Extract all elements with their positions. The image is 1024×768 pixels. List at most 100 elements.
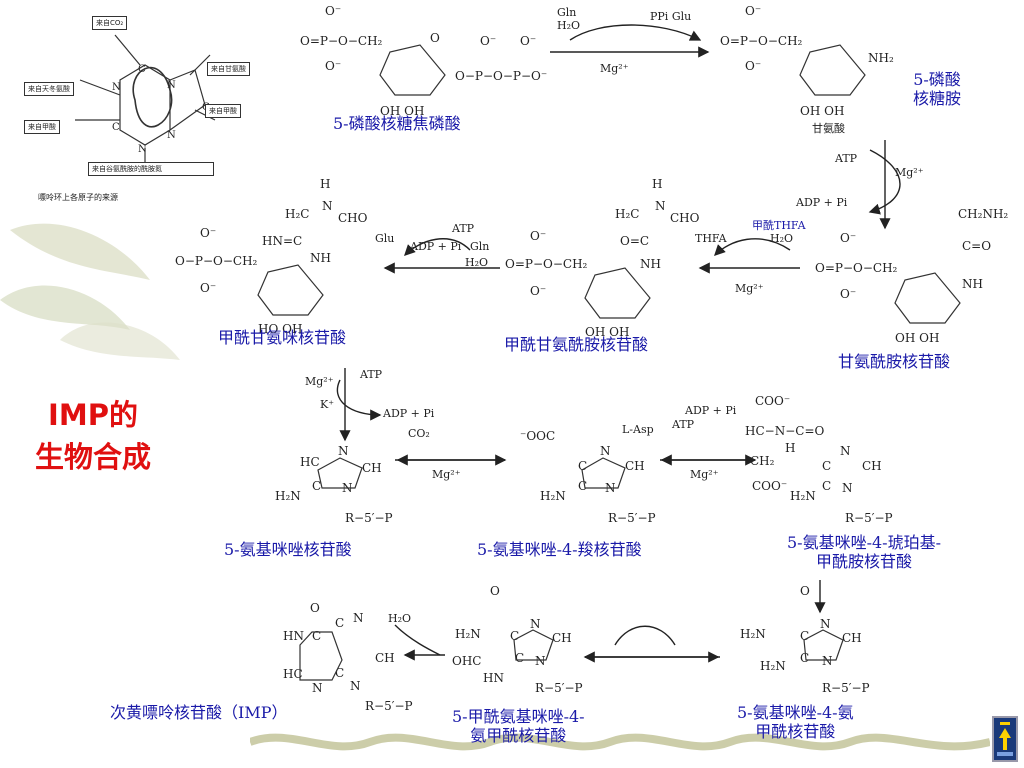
label-pra: 5-磷酸 核糖胺	[913, 70, 961, 108]
svg-text:O⁻: O⁻	[840, 231, 856, 245]
svg-text:N: N	[138, 144, 147, 155]
step5-potassium: K⁺	[320, 398, 335, 411]
svg-text:NH: NH	[962, 277, 983, 291]
origin-box-formate-left: 来自甲酸	[24, 120, 60, 134]
svg-text:⁻OOC: ⁻OOC	[520, 429, 555, 443]
svg-text:H: H	[652, 177, 662, 191]
svg-text:CHO: CHO	[670, 211, 700, 225]
svg-text:N: N	[655, 199, 666, 213]
step7-cofactor: Mg²⁺	[690, 468, 719, 481]
svg-text:N: N	[112, 82, 121, 93]
svg-text:O: O	[800, 584, 810, 598]
svg-text:CH: CH	[375, 651, 395, 665]
svg-text:R−5′−P: R−5′−P	[365, 699, 413, 713]
home-nav-button[interactable]	[992, 716, 1018, 762]
step4-gln: Gln	[470, 240, 490, 253]
svg-text:OH OH: OH OH	[895, 331, 939, 345]
step5-cofactor: Mg²⁺	[305, 375, 334, 388]
svg-text:C: C	[822, 459, 831, 473]
faicar-structure: O H₂N C N CH OHC HN C N R−5′−P	[452, 584, 583, 695]
svg-text:N: N	[820, 617, 831, 631]
label-cair: 5-氨基咪唑-4-羧核苷酸	[477, 540, 642, 559]
svg-text:H₂N: H₂N	[740, 627, 766, 641]
home-arrow-icon	[997, 722, 1013, 756]
title-line-1: IMP的	[48, 398, 138, 432]
svg-text:O⁻: O⁻	[530, 284, 546, 298]
svg-text:NH₂: NH₂	[868, 51, 894, 65]
origin-box-formate-right: 来自甲酸	[205, 104, 241, 118]
svg-text:O: O	[310, 601, 320, 615]
svg-text:O⁻: O⁻	[480, 34, 496, 48]
svg-text:C=O: C=O	[962, 239, 991, 253]
svg-text:C: C	[312, 479, 321, 493]
svg-text:C: C	[112, 122, 120, 133]
svg-text:N: N	[312, 681, 323, 695]
label-aicar: 5-氨基咪唑-4-氨 甲酰核苷酸	[737, 703, 854, 741]
svg-text:CH: CH	[842, 631, 862, 645]
step5-atp: ATP	[360, 368, 383, 381]
svg-text:N: N	[350, 679, 361, 693]
svg-text:N: N	[535, 654, 546, 668]
svg-text:N: N	[167, 80, 176, 91]
svg-text:N: N	[167, 130, 176, 141]
svg-text:H₂C: H₂C	[615, 207, 639, 221]
label-aicar-line-1: 5-氨基咪唑-4-氨	[737, 703, 854, 722]
svg-text:O: O	[430, 31, 440, 45]
step7-atp: ATP	[672, 418, 695, 431]
svg-text:O=P−O−CH₂: O=P−O−CH₂	[815, 261, 898, 275]
step4-atp: ATP	[452, 222, 475, 235]
svg-text:N: N	[322, 199, 333, 213]
svg-text:O⁻: O⁻	[745, 59, 761, 73]
svg-text:NH: NH	[640, 257, 661, 271]
label-saicar: 5-氨基咪唑-4-琥珀基- 甲酰胺核苷酸	[787, 533, 941, 571]
label-pra-line-2: 核糖胺	[913, 89, 962, 109]
svg-text:C: C	[510, 629, 519, 643]
air-structure: HC N CH H₂N C N R−5′−P	[275, 444, 393, 525]
cair-structure: ⁻OOC C N CH H₂N C N R−5′−P	[520, 429, 656, 525]
svg-text:O⁻: O⁻	[530, 229, 546, 243]
label-prpp: 5-磷酸核糖焦磷酸	[333, 114, 461, 133]
step2-adp: ADP + Pi	[796, 196, 848, 209]
svg-text:CHO: CHO	[338, 211, 368, 225]
svg-text:O⁻: O⁻	[200, 281, 216, 295]
svg-text:O⁻: O⁻	[325, 4, 341, 18]
svg-text:N: N	[530, 617, 541, 631]
svg-text:HC−N−C=O: HC−N−C=O	[745, 424, 824, 438]
step7-asp: L-Asp	[622, 423, 654, 436]
step10-water: H₂O	[388, 612, 412, 625]
label-saicar-line-1: 5-氨基咪唑-4-琥珀基-	[787, 533, 941, 552]
prpp-structure: O=P−O−CH₂ O⁻ O⁻ O OH OH O−P−O−P−O⁻ O⁻ O⁻	[300, 4, 547, 118]
purine-ring-diagram: N C C N N C N 嘌呤环上各原子的来源	[38, 34, 216, 202]
svg-text:HN: HN	[483, 671, 504, 685]
svg-text:N: N	[600, 444, 611, 458]
step3-water: H₂O	[770, 232, 794, 245]
svg-text:HN: HN	[283, 629, 304, 643]
svg-text:O=P−O−CH₂: O=P−O−CH₂	[505, 257, 588, 271]
step7-adp: ADP + Pi	[685, 404, 737, 417]
step6-co2: CO₂	[408, 427, 430, 440]
step1-reagent-in: Gln H₂O	[557, 6, 581, 33]
label-fgam: 甲酰甘氨咪核苷酸	[218, 328, 347, 347]
step4-glu: Glu	[375, 232, 395, 245]
svg-text:H: H	[320, 177, 330, 191]
title-line-2: 生物合成	[34, 440, 151, 475]
step6-cofactor: Mg²⁺	[432, 468, 461, 481]
svg-text:C: C	[335, 666, 344, 680]
svg-text:HN=C: HN=C	[262, 234, 302, 248]
step4-water: H₂O	[465, 256, 489, 269]
svg-text:N: N	[842, 481, 853, 495]
svg-text:H₂N: H₂N	[790, 489, 816, 503]
inset-caption: 嘌呤环上各原子的来源	[38, 192, 118, 202]
svg-text:OH OH: OH OH	[585, 325, 629, 339]
fgam-structure: H H₂C N CHO HN=C NH O−P−O−CH₂ O⁻ O⁻ HO O…	[175, 177, 368, 336]
svg-text:O=P−O−CH₂: O=P−O−CH₂	[300, 34, 383, 48]
step3-formyl-thfa: 甲酰THFA	[752, 219, 806, 232]
step1-reagent-out: PPi Glu	[650, 10, 692, 23]
svg-text:O: O	[490, 584, 500, 598]
label-faicar-line-1: 5-甲酰氨基咪唑-4-	[452, 707, 585, 726]
svg-text:H₂N: H₂N	[275, 489, 301, 503]
svg-text:R−5′−P: R−5′−P	[345, 511, 393, 525]
label-aicar-line-2: 甲酰核苷酸	[755, 722, 836, 742]
svg-text:H: H	[785, 441, 795, 455]
